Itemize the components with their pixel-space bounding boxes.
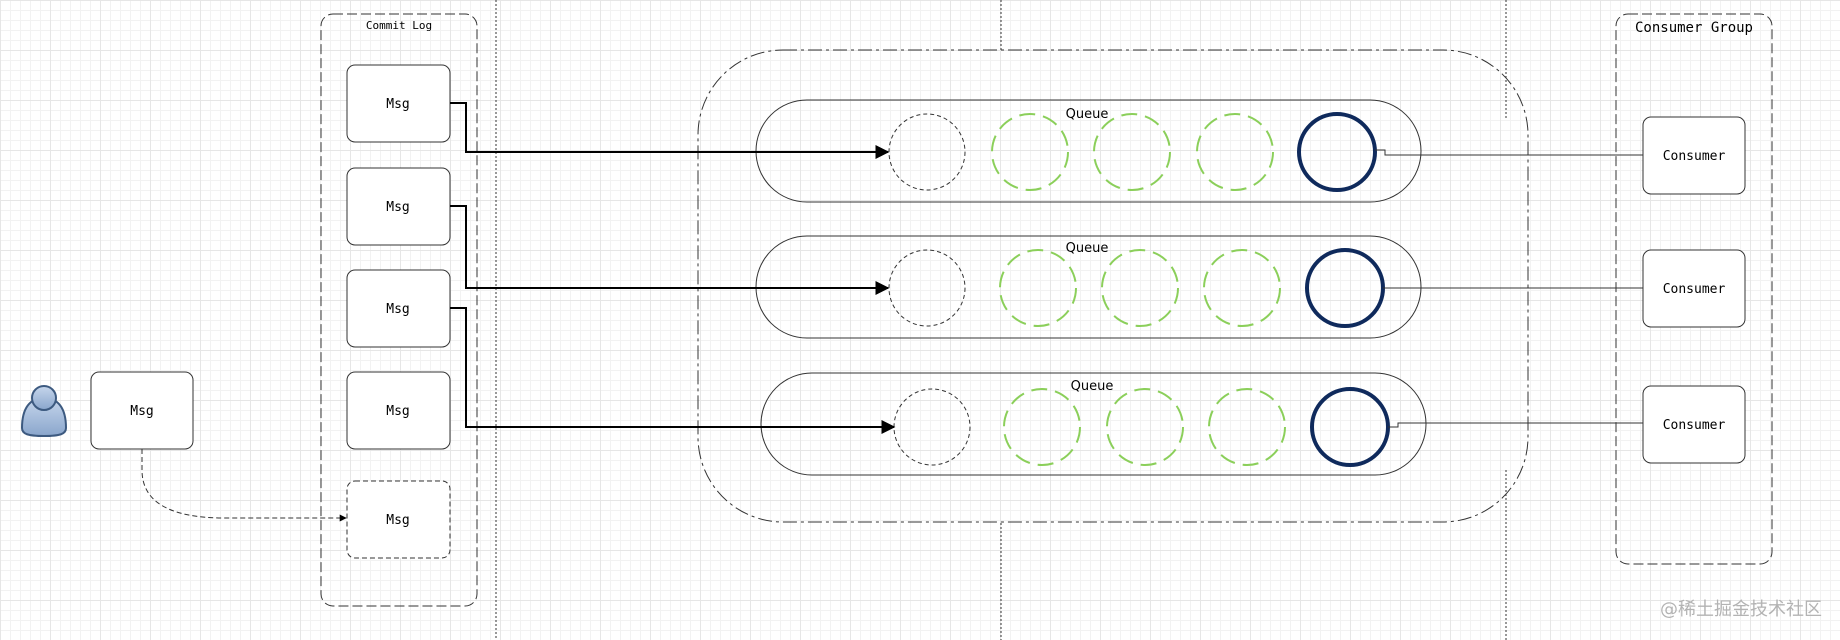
pending-message-slot [1203, 249, 1281, 327]
consumer-offset-slot[interactable] [1297, 112, 1377, 192]
empty-slot [888, 113, 966, 191]
queue-label: Queue [1066, 107, 1109, 122]
commit-log-pending-message[interactable]: Msg [346, 480, 451, 559]
empty-slot [893, 388, 971, 466]
consumer-group: Consumer Group Consumer Consumer Consume… [1615, 13, 1773, 565]
watermark: @稀土掘金技术社区 [1660, 599, 1822, 620]
section-dividers [495, 0, 1507, 640]
pending-message-slot [1196, 113, 1274, 191]
consume-link [1388, 422, 1643, 428]
producer-to-commit-log-arrow [141, 449, 347, 522]
commit-log-container [320, 13, 478, 607]
pending-message-slot [1208, 388, 1286, 466]
queue-label: Queue [1071, 379, 1114, 394]
consumer-group-container [1615, 13, 1773, 565]
user-icon [20, 385, 68, 438]
consumer-group-title: Consumer Group [1635, 20, 1753, 36]
commit-log-message[interactable]: Msg [346, 167, 451, 246]
commit-log-message[interactable]: Msg [346, 64, 451, 143]
consume-link [1375, 149, 1643, 156]
pending-message-slot [1093, 113, 1171, 191]
queue-label: Queue [1066, 241, 1109, 256]
consumer-label: Consumer [1663, 282, 1726, 297]
broker-container [697, 49, 1529, 523]
empty-slot [888, 249, 966, 327]
message-label: Msg [130, 404, 153, 419]
message-label: Msg [386, 200, 409, 215]
consumer-label: Consumer [1663, 418, 1726, 433]
message-label: Msg [386, 404, 409, 419]
queue-capsule [760, 372, 1427, 476]
pending-message-slot [1101, 249, 1179, 327]
consumer-node[interactable]: Consumer [1642, 249, 1746, 328]
message-label: Msg [386, 302, 409, 317]
commit-log-title: Commit Log [366, 19, 432, 32]
consumer-offset-slot[interactable] [1305, 248, 1385, 328]
pending-message-slot [991, 113, 1069, 191]
commit-log-message[interactable]: Msg [346, 371, 451, 450]
consumer-offset-slot[interactable] [1310, 387, 1390, 467]
consumer-label: Consumer [1663, 149, 1726, 164]
queue: Queue [755, 99, 1422, 203]
pending-message-slot [1003, 388, 1081, 466]
dispatch-arrow [450, 307, 896, 434]
pending-message-slot [1106, 388, 1184, 466]
message-label: Msg [386, 97, 409, 112]
dispatch-arrows [450, 102, 896, 434]
consumer-node[interactable]: Consumer [1642, 385, 1746, 464]
message-label: Msg [386, 513, 409, 528]
consume-links [1375, 149, 1643, 428]
commit-log-message[interactable]: Msg [346, 269, 451, 348]
dispatch-arrow [450, 205, 890, 295]
producer: Msg [20, 371, 194, 450]
pending-message-slot [999, 249, 1077, 327]
producer-message[interactable]: Msg [90, 371, 194, 450]
consumer-node[interactable]: Consumer [1642, 116, 1746, 195]
dispatch-arrow [450, 102, 890, 159]
queue: Queue [760, 372, 1427, 476]
